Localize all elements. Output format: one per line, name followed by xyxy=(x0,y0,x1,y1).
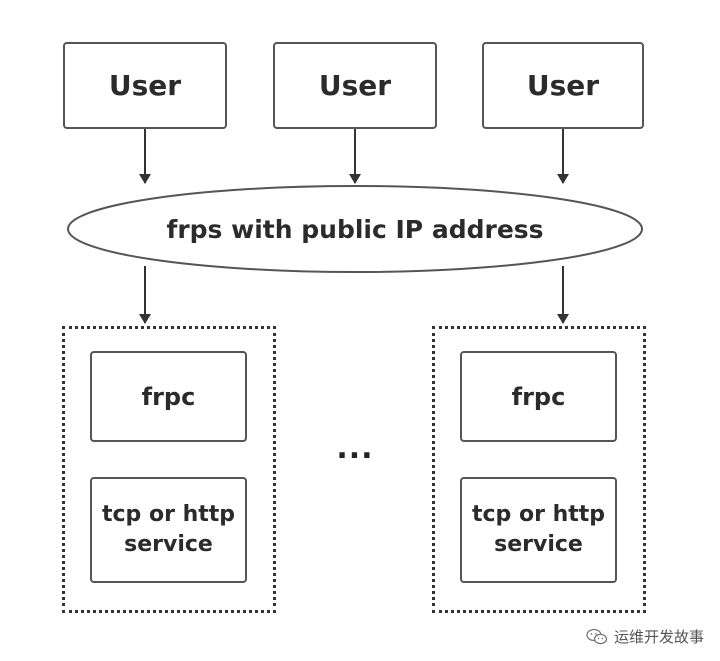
wechat-icon xyxy=(586,628,608,644)
frpc-box-2: frpc xyxy=(460,351,617,442)
frpc-box-1: frpc xyxy=(90,351,247,442)
more-groups-ellipsis: ... xyxy=(336,430,374,466)
server-label: frps with public IP address xyxy=(166,214,544,244)
watermark-text: 运维开发故事 xyxy=(613,628,704,646)
user-box-3: User xyxy=(482,42,644,129)
user-box-2: User xyxy=(273,42,437,129)
user-box-1: User xyxy=(63,42,227,129)
client-group-1 xyxy=(62,326,276,613)
server-ellipse xyxy=(67,185,643,273)
service-box-2: tcp or http service xyxy=(460,477,617,583)
watermark: 运维开发故事 xyxy=(586,626,704,647)
client-group-2 xyxy=(432,326,646,613)
service-box-1: tcp or http service xyxy=(90,477,247,583)
